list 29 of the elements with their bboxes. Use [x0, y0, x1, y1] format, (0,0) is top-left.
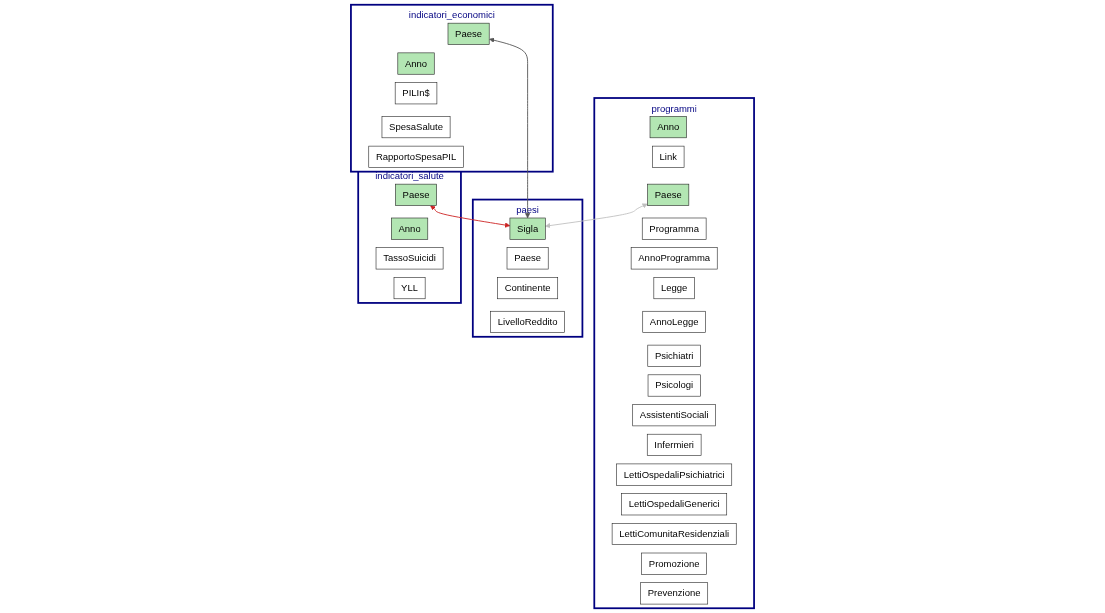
node-box: Continente: [497, 277, 558, 300]
node-box: Anno: [397, 52, 435, 75]
node-box: Link: [652, 145, 685, 168]
node-box: Psicologi: [647, 374, 701, 397]
node-box: Paese: [647, 183, 690, 206]
node-box: LettiOspedaliPsichiatrici: [616, 463, 733, 486]
node-box: Psichiatri: [647, 344, 701, 367]
node-box: LivelloReddito: [490, 310, 565, 333]
node-box: LettiComunitaResidenziali: [611, 523, 737, 545]
node-box: Infermieri: [646, 433, 702, 456]
node-box: Anno: [649, 116, 687, 139]
node-box: AnnoProgramma: [630, 247, 718, 270]
node-box: Sigla: [509, 217, 546, 240]
node-box: TassoSuicidi: [375, 247, 444, 270]
node-box: PILIn$: [394, 82, 438, 105]
node-box: AssistentiSociali: [632, 404, 716, 427]
node-box: AnnoLegge: [642, 310, 706, 333]
node-box: Prevenzione: [640, 582, 708, 605]
node-box: Promozione: [641, 552, 707, 575]
node-box: LettiOspedaliGenerici: [621, 493, 728, 516]
node-box: YLL: [393, 277, 426, 300]
node-box: RapportoSpesaPIL: [368, 145, 464, 168]
node-box: SpesaSalute: [381, 116, 451, 139]
node-box: Programma: [641, 217, 707, 240]
node-box: Paese: [506, 247, 549, 270]
node-box: Paese: [447, 22, 490, 45]
node-box: Paese: [395, 183, 437, 206]
node-box: Legge: [653, 277, 695, 300]
node-box: Anno: [391, 217, 429, 240]
